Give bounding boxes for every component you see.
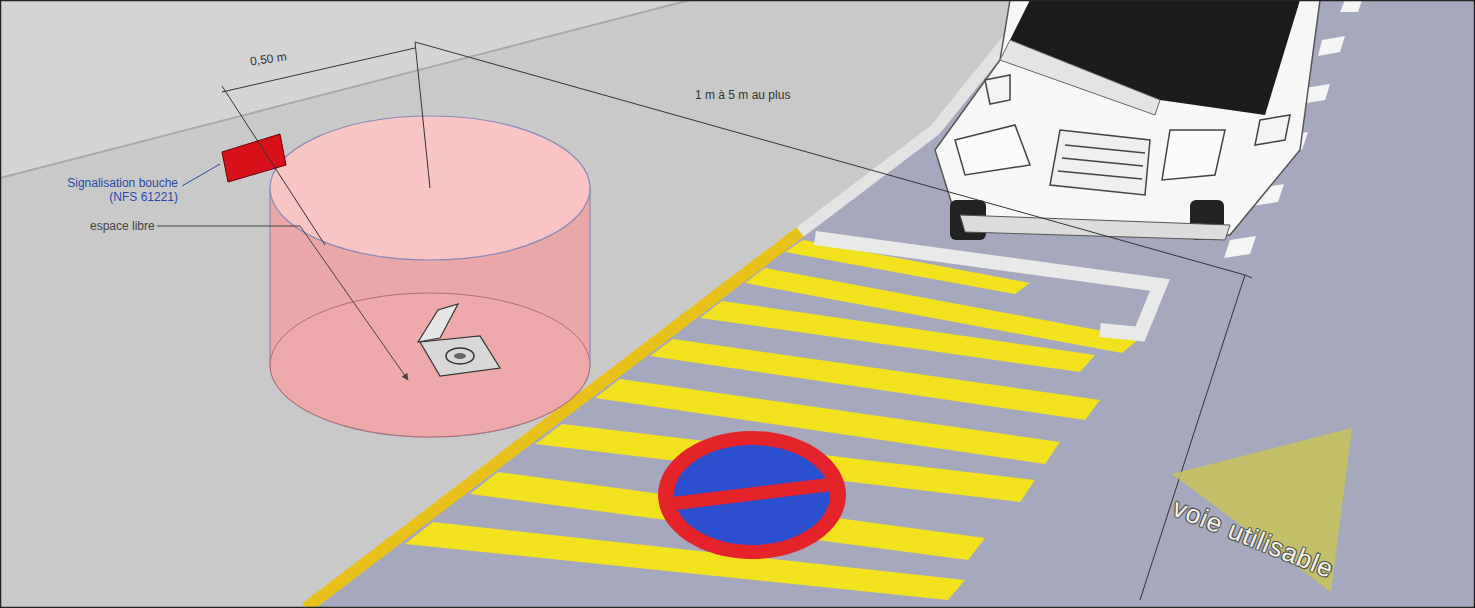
dimension-lines	[222, 42, 1252, 278]
callout-label: espace libre	[90, 219, 155, 233]
callout-label: Signalisation bouche (NFS 61221)	[38, 176, 178, 204]
dimension-line	[1140, 275, 1245, 600]
lane-arrow: voie utilisable	[1160, 420, 1460, 600]
parking-line	[815, 238, 1160, 334]
leader-line	[157, 226, 408, 380]
hydrant-sign	[222, 134, 286, 182]
dimension-label: 1 m à 5 m au plus	[693, 88, 792, 102]
free-space-cylinder	[270, 116, 590, 437]
leader-line	[182, 164, 220, 186]
no-parking-sign	[658, 431, 846, 559]
hydrant-box	[418, 304, 500, 376]
